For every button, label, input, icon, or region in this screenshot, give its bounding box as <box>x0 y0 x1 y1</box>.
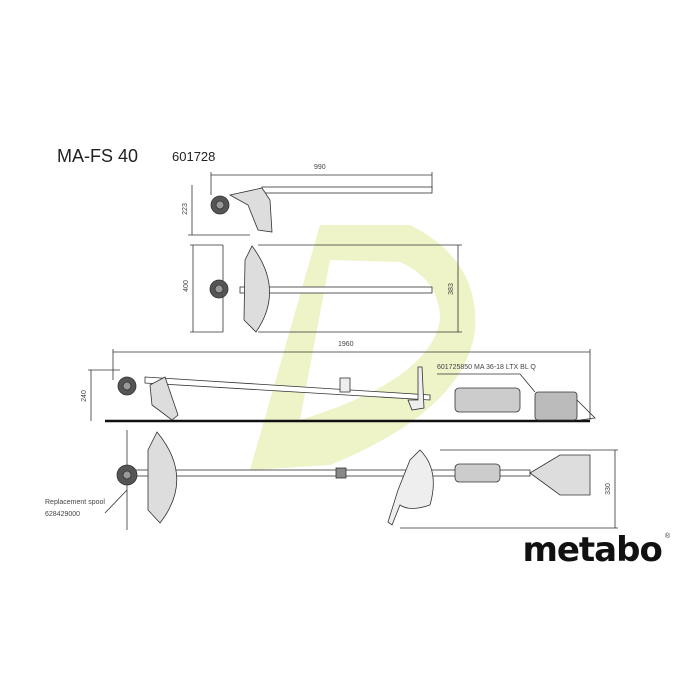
watermark-logo <box>250 225 476 470</box>
dim-330: 330 <box>604 483 612 495</box>
metabo-logo: metabo <box>522 530 662 570</box>
drawing-side-view-attachment <box>188 172 433 236</box>
spool-number: 628429000 <box>45 511 81 518</box>
power-unit-callout: 601725850 MA 36-18 LTX BL Q <box>437 364 536 371</box>
drawing-top-view-attachment <box>190 244 462 333</box>
dim-240: 240 <box>80 390 88 402</box>
part-number: 601728 <box>172 149 216 164</box>
registered-mark: ® <box>664 533 670 540</box>
logo-group: metabo ® <box>522 530 670 570</box>
dim-383: 383 <box>447 283 455 295</box>
dim-400: 400 <box>182 280 190 292</box>
model-title: MA-FS 40 <box>57 146 139 166</box>
drawing-top-view-complete <box>104 430 618 530</box>
dim-1960: 1960 <box>338 341 354 348</box>
spool-label: Replacement spool <box>45 499 105 506</box>
drawing-side-view-complete <box>88 349 596 423</box>
dim-223: 223 <box>181 203 189 215</box>
dim-990: 990 <box>314 164 326 171</box>
